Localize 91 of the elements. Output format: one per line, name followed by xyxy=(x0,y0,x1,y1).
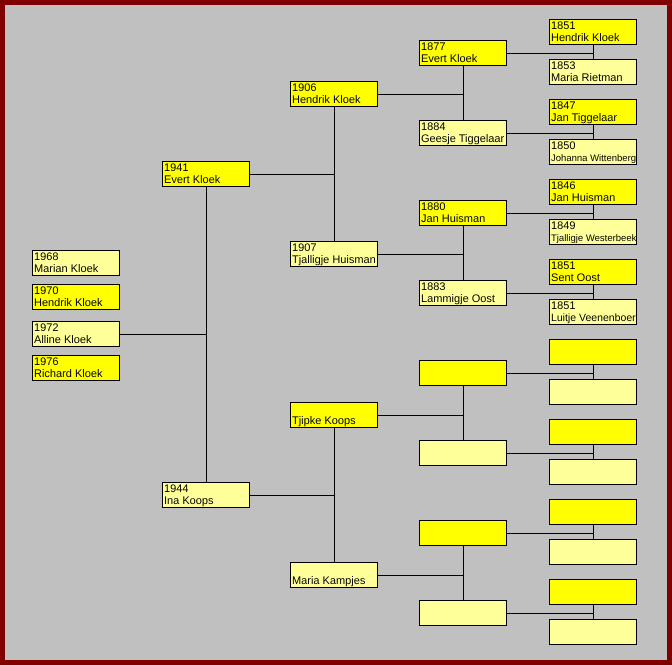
family-line xyxy=(250,174,335,242)
person-name: Johanna Wittenberg xyxy=(551,152,636,164)
birth-year: 1877 xyxy=(421,42,446,54)
birth-year: 1851 xyxy=(551,301,576,312)
person-box xyxy=(549,259,637,285)
person-name: Tjipke Koops xyxy=(292,416,356,427)
birth-year: 1970 xyxy=(34,286,58,298)
birth-year: 1906 xyxy=(292,83,316,94)
person-name: Alline Kloek xyxy=(34,334,92,346)
person-box xyxy=(549,139,637,165)
person-box xyxy=(290,241,378,267)
family-line xyxy=(378,415,464,440)
family-line xyxy=(120,334,207,482)
birth-year: 1853 xyxy=(551,61,576,72)
person-box xyxy=(419,40,507,66)
person-box xyxy=(549,179,637,205)
person-box xyxy=(419,280,507,306)
birth-year: 1884 xyxy=(421,122,446,134)
person-box xyxy=(32,284,120,310)
person-box xyxy=(549,219,637,245)
person-box xyxy=(549,299,637,325)
person-box xyxy=(290,81,378,107)
birth-year: 1976 xyxy=(34,357,58,368)
person-name: Marian Kloek xyxy=(34,264,98,275)
person-name: Maria Kampjes xyxy=(292,576,366,587)
empty-person-box xyxy=(419,600,507,626)
person-name: Richard Kloek xyxy=(34,368,102,380)
birth-year: 1944 xyxy=(164,484,188,496)
person-name: Hendrik Kloek xyxy=(34,298,102,309)
person-name: Geesje Tiggelaar xyxy=(421,134,504,145)
family-line xyxy=(250,495,335,562)
person-box xyxy=(419,120,507,146)
person-name: Jan Huisman xyxy=(421,214,486,225)
person-name: Luitje Veenenboer xyxy=(551,312,636,324)
person-box xyxy=(32,250,120,276)
birth-year: 1851 xyxy=(551,261,576,272)
family-line xyxy=(506,453,594,460)
person-box xyxy=(32,321,120,347)
birth-year: 1880 xyxy=(421,202,446,214)
family-line xyxy=(506,293,594,300)
person-name: Tjalligje Huisman xyxy=(292,254,376,266)
family-line xyxy=(506,613,594,620)
person-name: Evert Kloek xyxy=(421,54,478,65)
family-line xyxy=(378,575,464,600)
empty-person-box xyxy=(549,499,637,525)
person-box xyxy=(162,161,250,187)
empty-person-box xyxy=(549,339,637,365)
empty-person-box xyxy=(419,520,507,546)
family-line xyxy=(506,373,594,380)
family-line xyxy=(506,53,594,60)
person-name: Lammigje Oost xyxy=(421,294,495,305)
person-box xyxy=(549,99,637,125)
birth-year: 1847 xyxy=(551,101,576,112)
birth-year: 1968 xyxy=(34,252,58,264)
person-name: Ina Koops xyxy=(164,496,214,507)
birth-year: 1883 xyxy=(421,282,446,294)
person-name: Hendrik Kloek xyxy=(292,94,360,106)
person-name: Jan Huisman xyxy=(551,192,616,204)
person-box xyxy=(290,562,378,588)
empty-person-box xyxy=(549,379,637,405)
empty-person-box xyxy=(549,419,637,445)
empty-person-box xyxy=(549,459,637,485)
empty-person-box xyxy=(549,539,637,565)
person-box xyxy=(419,200,507,226)
family-line xyxy=(506,213,594,220)
person-name: Hendrik Kloek xyxy=(551,32,620,44)
person-box xyxy=(32,355,120,381)
person-name: Jan Tiggelaar xyxy=(551,112,618,124)
person-box xyxy=(290,402,378,428)
person-name: Evert Kloek xyxy=(164,174,220,186)
empty-person-box xyxy=(419,360,507,386)
person-box xyxy=(549,19,637,45)
birth-year: 1851 xyxy=(551,21,576,32)
family-line xyxy=(506,133,594,140)
birth-year: 1972 xyxy=(34,323,58,334)
person-box xyxy=(549,59,637,85)
person-name: Maria Rietman xyxy=(551,72,623,84)
person-name: Tjalligje Westerbeek xyxy=(551,232,636,244)
birth-year: 1907 xyxy=(292,243,316,254)
empty-person-box xyxy=(419,440,507,466)
family-line xyxy=(506,533,594,540)
family-line xyxy=(378,94,464,120)
birth-year: 1846 xyxy=(551,181,576,192)
family-line xyxy=(378,254,464,280)
empty-person-box xyxy=(549,619,637,645)
birth-year: 1941 xyxy=(164,163,188,174)
person-box xyxy=(162,482,250,508)
birth-year: 1849 xyxy=(551,221,576,232)
person-name: Sent Oost xyxy=(551,272,600,284)
birth-year: 1850 xyxy=(551,141,576,152)
empty-person-box xyxy=(549,579,637,605)
